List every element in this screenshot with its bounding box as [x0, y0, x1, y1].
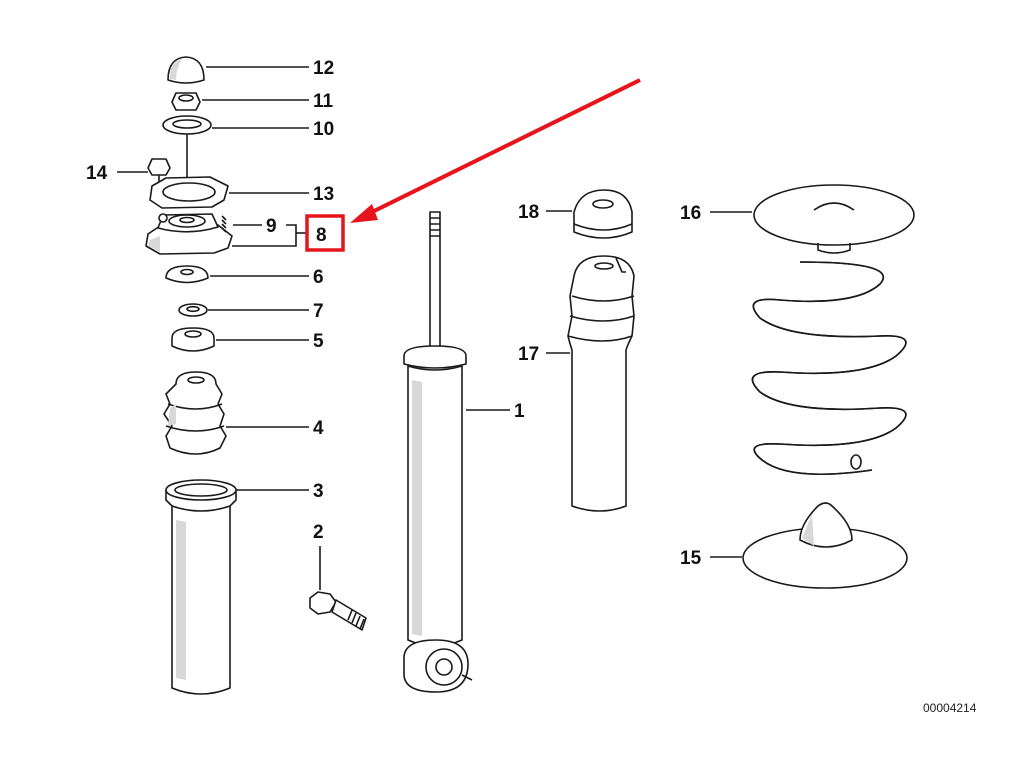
label-10: 10 — [313, 119, 334, 140]
part-13-gasket — [149, 176, 229, 209]
highlight-box — [305, 214, 345, 252]
label-6: 6 — [313, 267, 324, 288]
label-7: 7 — [313, 301, 324, 322]
label-8: 8 — [316, 225, 327, 246]
label-1: 1 — [514, 401, 525, 422]
label-18: 18 — [518, 202, 539, 223]
label-11: 11 — [313, 91, 334, 112]
label-2: 2 — [313, 522, 324, 543]
label-5: 5 — [313, 331, 324, 352]
label-12: 12 — [313, 58, 334, 79]
leader-lines — [117, 66, 752, 590]
part-10-washer — [162, 115, 212, 180]
part-14-nut — [147, 158, 171, 188]
label-14: 14 — [86, 163, 108, 184]
part-15-lower-spring-seat — [742, 502, 908, 589]
part-1-shock-absorber — [403, 211, 473, 693]
label-17: 17 — [518, 344, 539, 365]
drawing-number: 00004214 — [923, 701, 977, 715]
part-6-mount-cup — [165, 265, 209, 284]
red-arrow — [350, 78, 641, 223]
part-18-bump-cap — [573, 189, 633, 239]
part-17-protective-boot — [567, 255, 635, 512]
part-2-bolt — [309, 591, 367, 631]
label-16: 16 — [680, 203, 701, 224]
label-9: 9 — [266, 216, 277, 237]
part-4-bump-stop — [163, 371, 227, 455]
label-3: 3 — [313, 481, 324, 502]
part-11-nut — [171, 92, 201, 111]
part-5-bump-stop-cup — [171, 327, 215, 352]
part-16-upper-spring-seat — [753, 184, 915, 254]
part-labels: 12 11 10 14 13 9 8 6 7 5 4 3 2 1 18 17 1… — [86, 58, 977, 715]
label-15: 15 — [680, 548, 702, 569]
part-7-washer — [178, 303, 208, 317]
coil-spring — [751, 261, 907, 476]
part-3-protective-tube — [165, 479, 237, 695]
part-8-support-mount — [145, 213, 233, 255]
label-13: 13 — [313, 184, 334, 205]
part-12-cap — [167, 56, 205, 84]
label-4: 4 — [313, 418, 324, 439]
